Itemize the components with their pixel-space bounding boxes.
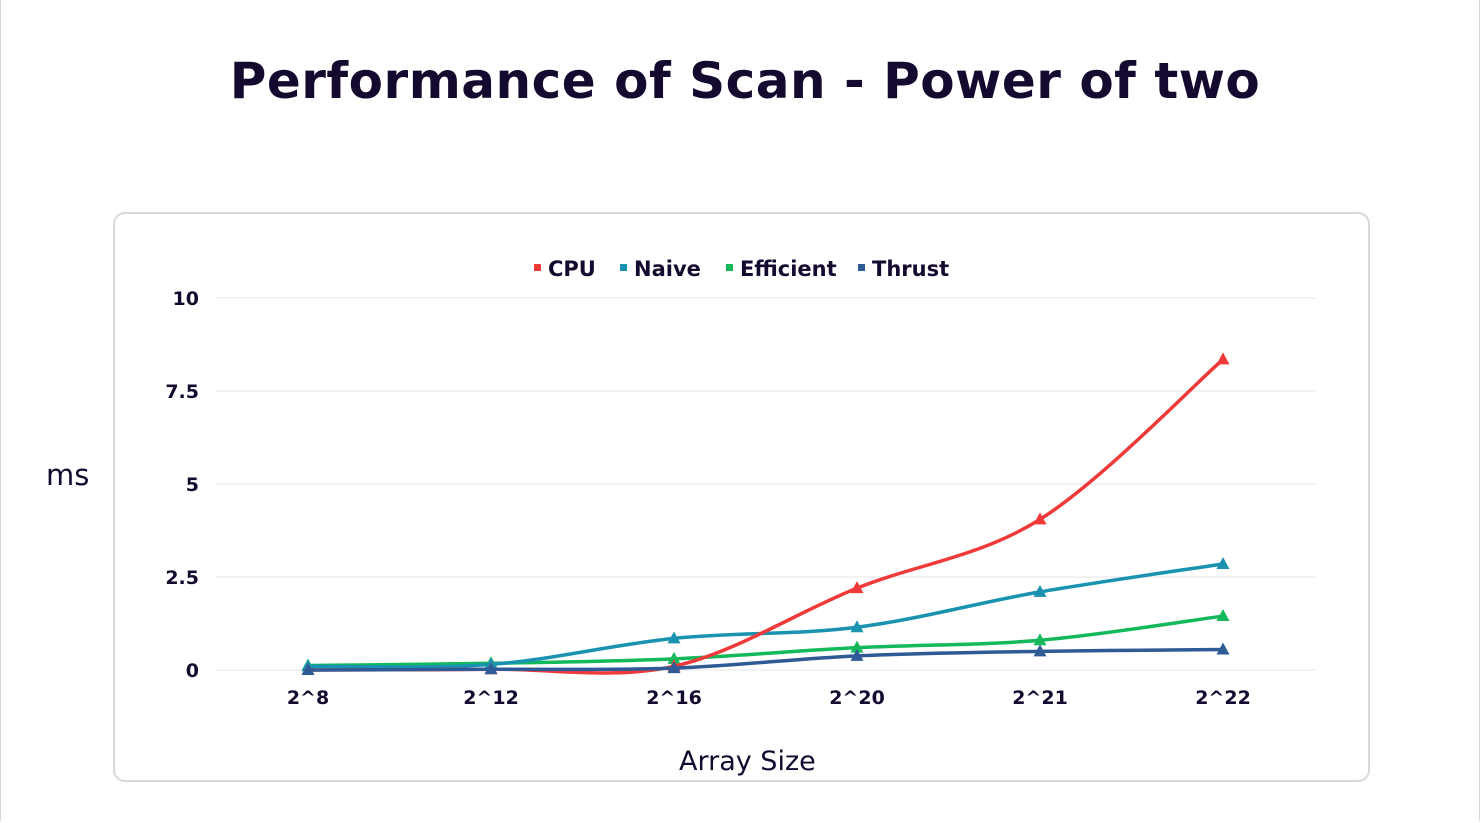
y-tick-label: 7.5: [165, 381, 199, 403]
grid-lines: [215, 297, 1315, 671]
legend-label: Efficient: [740, 257, 837, 281]
series-line: [306, 614, 1225, 668]
data-point-marker: [850, 640, 864, 653]
legend-item-efficient: Efficient: [726, 257, 837, 281]
data-point-marker: [1033, 633, 1047, 646]
legend: CPU Naive Efficient Thrust: [534, 257, 949, 281]
data-point-marker: [850, 620, 864, 633]
x-tick-label: 2^16: [646, 687, 702, 709]
x-tick-label: 2^22: [1195, 687, 1251, 709]
series-lines: [301, 352, 1230, 675]
data-point-marker: [1216, 609, 1230, 622]
data-point-marker: [667, 661, 681, 674]
legend-swatch: [620, 264, 627, 271]
legend-label: Naive: [634, 257, 701, 281]
data-point-marker: [667, 651, 681, 664]
data-point-marker: [1033, 644, 1047, 657]
y-tick-label: 0: [186, 660, 199, 682]
data-point-marker: [1216, 352, 1230, 365]
data-point-marker: [667, 631, 681, 644]
data-point-marker: [1216, 642, 1230, 655]
y-axis-label: ms: [46, 458, 90, 492]
legend-item-naive: Naive: [620, 257, 701, 281]
line-chart: 0 2.5 5 7.5 10 2^8 2^12 2^16 2^20 2^21 2^22 CPU Na…: [165, 257, 1315, 709]
legend-swatch: [858, 264, 865, 271]
data-point-marker: [484, 662, 498, 675]
y-tick-labels: 0 2.5 5 7.5 10: [165, 288, 199, 682]
series-cpu: [301, 352, 1230, 675]
x-axis-label: Array Size: [679, 746, 816, 777]
x-tick-label: 2^12: [463, 687, 519, 709]
series-line: [306, 357, 1225, 675]
chart-title: Performance of Scan - Power of two: [229, 52, 1261, 110]
x-tick-label: 2^21: [1012, 687, 1068, 709]
data-point-marker: [1216, 556, 1230, 569]
data-point-marker: [1033, 512, 1047, 525]
y-tick-label: 5: [186, 474, 199, 496]
legend-label: Thrust: [872, 257, 949, 281]
chart-card: 0 2.5 5 7.5 10 2^8 2^12 2^16 2^20 2^21 2^22 CPU Na…: [113, 212, 1370, 782]
x-tick-label: 2^8: [287, 687, 329, 709]
data-point-marker: [301, 663, 315, 675]
data-point-marker: [850, 648, 864, 661]
data-point-marker: [850, 581, 864, 594]
x-tick-labels: 2^8 2^12 2^16 2^20 2^21 2^22: [287, 687, 1251, 709]
legend-swatch: [534, 264, 541, 271]
series-line: [306, 647, 1225, 672]
series-thrust: [301, 642, 1230, 675]
data-point-marker: [1033, 584, 1047, 597]
x-tick-label: 2^20: [829, 687, 885, 709]
legend-item-cpu: CPU: [534, 257, 596, 281]
legend-item-thrust: Thrust: [858, 257, 949, 281]
series-line: [306, 562, 1225, 669]
legend-label: CPU: [548, 257, 596, 281]
y-tick-label: 10: [173, 288, 199, 310]
y-tick-label: 2.5: [165, 567, 199, 589]
legend-swatch: [726, 264, 733, 271]
